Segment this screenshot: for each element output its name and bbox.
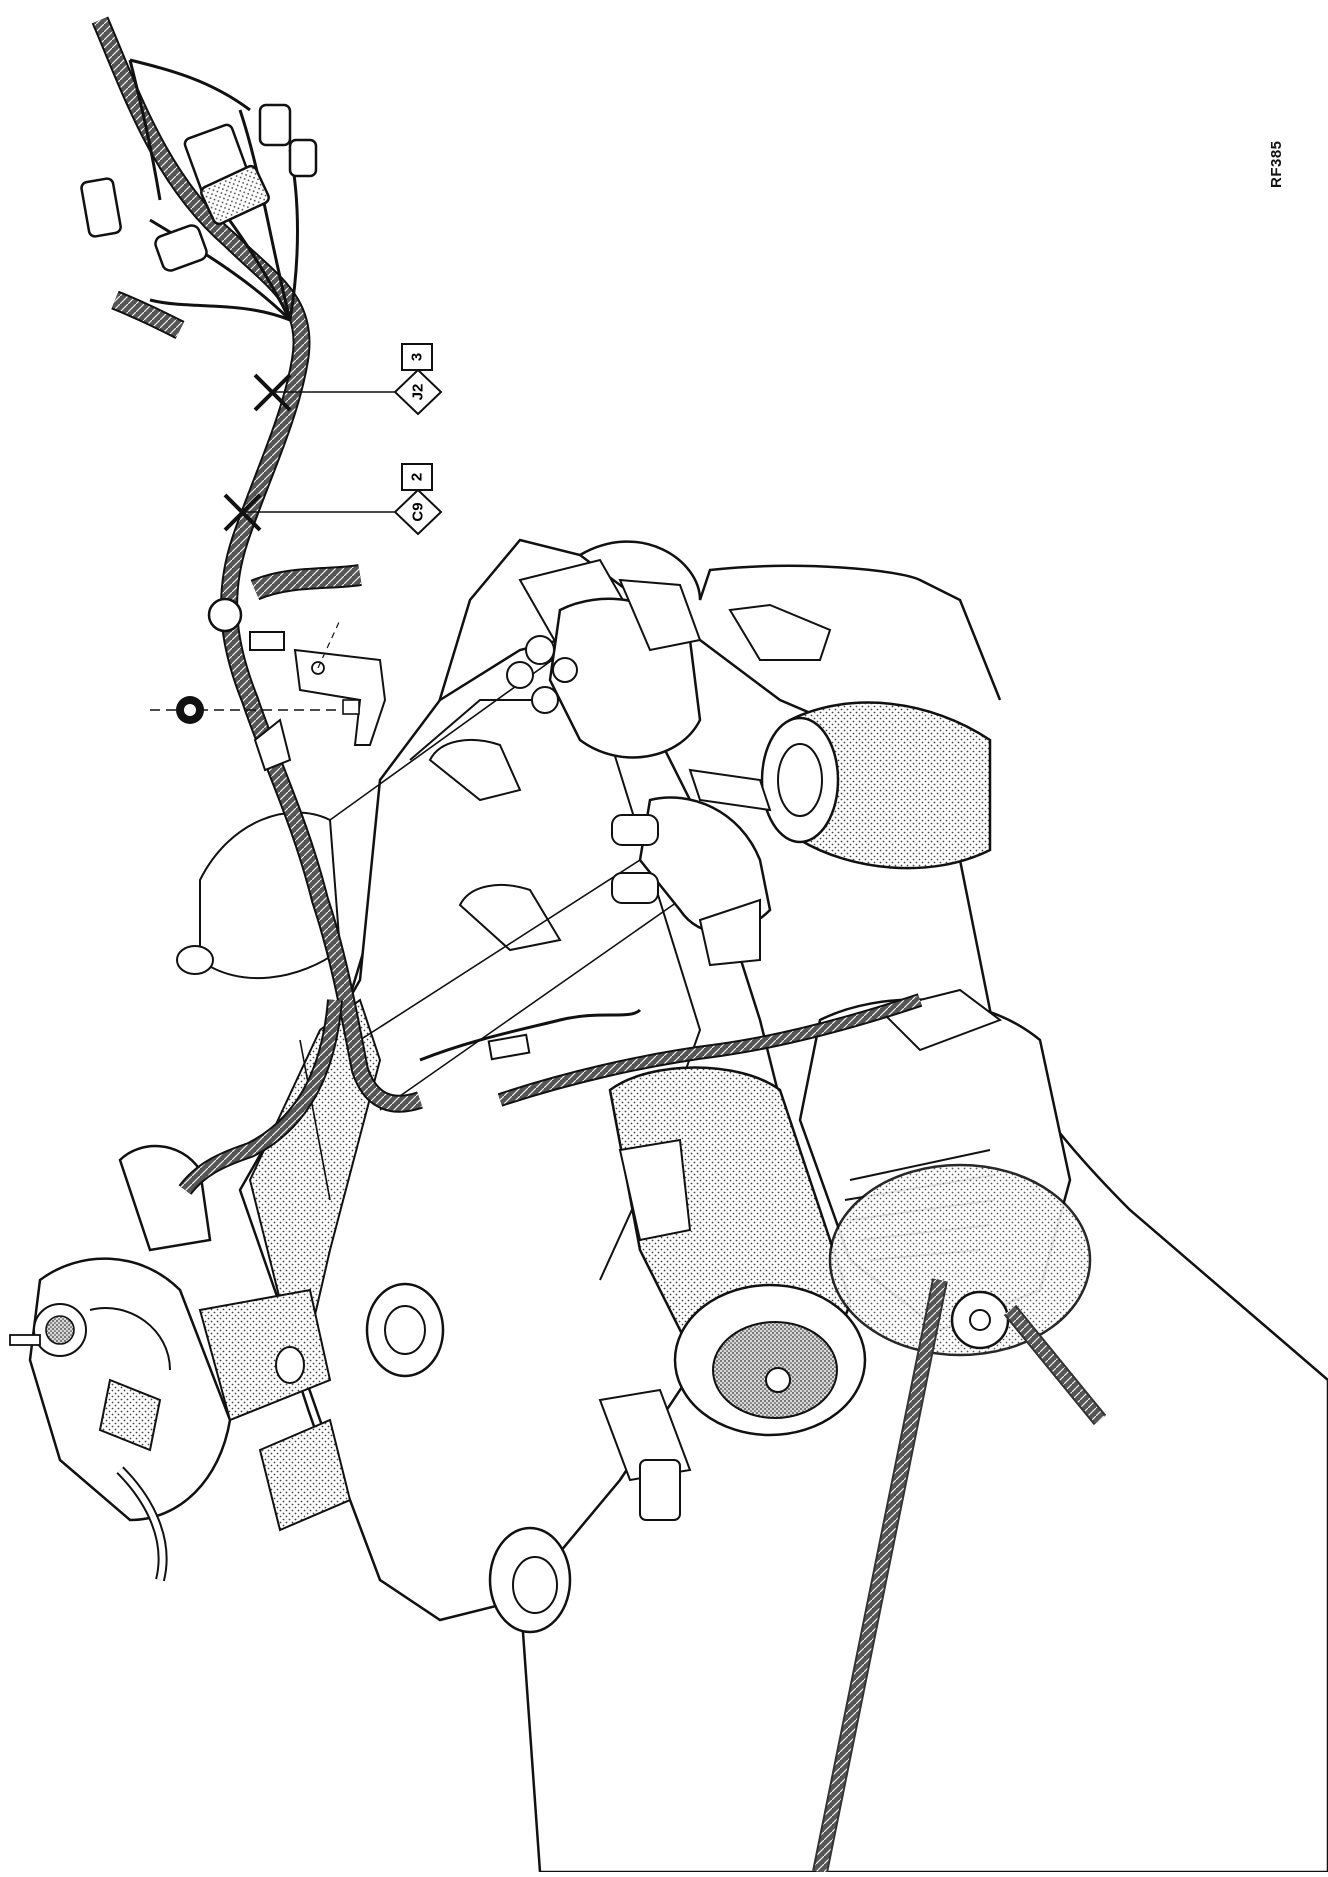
alternator <box>798 988 1092 1357</box>
reference-code: RF385 <box>1268 140 1285 188</box>
thermostat-housing <box>611 796 772 967</box>
timing-cover <box>488 1388 692 1634</box>
ignition-coil <box>688 701 992 870</box>
reference-code-wrapper: RF385 <box>1268 118 1288 188</box>
callout-c9-symbol: C9 <box>410 502 427 521</box>
callout-c9-number: 2 <box>409 473 426 481</box>
drive-belt <box>812 1278 1107 1874</box>
callout-j2: J2 3 <box>393 343 443 416</box>
callout-j2-symbol: J2 <box>410 384 427 401</box>
distributor <box>506 578 832 759</box>
carburettor <box>9 1144 445 1582</box>
callout-c9: C9 2 <box>393 463 443 536</box>
wiring-harness <box>80 16 923 1196</box>
callout-j2-number: 3 <box>409 353 426 361</box>
